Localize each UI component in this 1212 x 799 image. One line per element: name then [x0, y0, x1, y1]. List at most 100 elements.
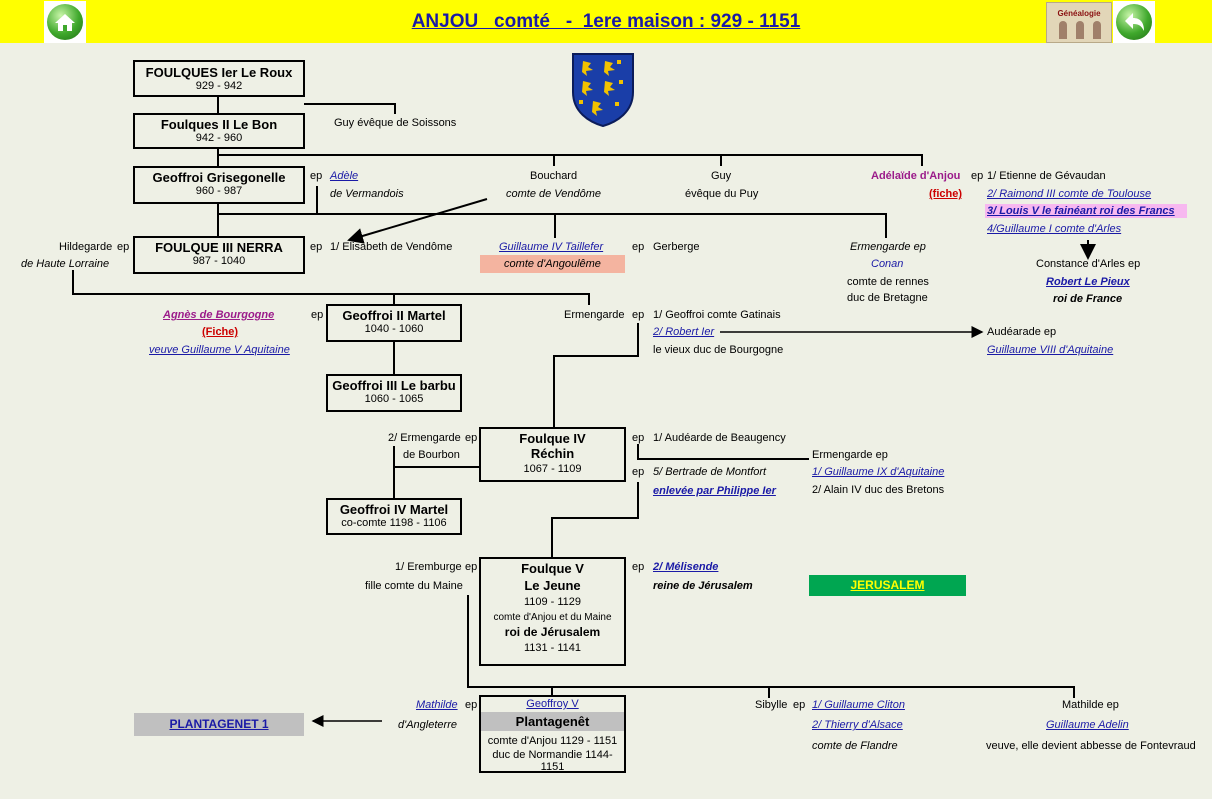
person-name: Geoffroi II Martel [342, 308, 446, 323]
person-box-foulque3: FOULQUE III NERRA 987 - 1040 [133, 236, 305, 274]
guillaume9-link[interactable]: 1/ Guillaume IX d'Aquitaine [812, 466, 945, 478]
ep-label: ep [632, 309, 645, 321]
person-dates: 1060 - 1065 [364, 393, 424, 405]
person-dates: 1067 - 1109 [523, 463, 582, 475]
person-name: Geoffroi IV Martel [339, 502, 449, 517]
bertrade-name: 5/ Bertrade de Montfort [653, 466, 767, 478]
person-name: Foulque V [521, 561, 584, 576]
person-dates-2: 1131 - 1141 [523, 642, 582, 654]
eremburge-name: 1/ Eremburge [395, 561, 462, 573]
angouleme-label: comte d'Angoulême [480, 255, 625, 273]
guillaume8-link[interactable]: Guillaume VIII d'Aquitaine [987, 344, 1114, 356]
louis-v-link[interactable]: 3/ Louis V le fainéant roi des Francs [985, 204, 1187, 218]
adelin-link[interactable]: Guillaume Adelin [1046, 719, 1129, 731]
agnes-fiche-link[interactable]: (Fiche) [202, 326, 239, 338]
person-box-geoffroi3: Geoffroi III Le barbu 1060 - 1065 [326, 374, 462, 412]
gatinais-name: 1/ Geoffroi comte Gatinais [653, 309, 781, 321]
adelaide-fiche-link[interactable]: (fiche) [929, 188, 962, 200]
connector-line [588, 293, 590, 305]
ep-label: ep [793, 699, 806, 711]
ep-label: ep [117, 241, 130, 253]
connector-line [551, 517, 553, 558]
connector-line [217, 213, 887, 215]
back-arrow-icon [1116, 4, 1152, 40]
hildegarde-name: Hildegarde [59, 241, 113, 253]
connector-line [217, 203, 219, 237]
agnes-link[interactable]: Agnès de Bourgogne [163, 309, 275, 321]
guillaume4-link[interactable]: Guillaume IV Taillefer [499, 241, 604, 253]
connector-line [393, 466, 479, 468]
person-name: FOULQUES Ier Le Roux [145, 65, 293, 80]
connector-line [637, 482, 639, 519]
ep-label: ep [310, 170, 323, 182]
connector-line [467, 595, 469, 687]
home-icon [47, 4, 83, 40]
back-button[interactable] [1113, 1, 1155, 43]
ep-label: ep [465, 699, 478, 711]
connector-line [393, 293, 395, 304]
thierry-link[interactable]: 2/ Thierry d'Alsace [812, 719, 903, 731]
robert-pieux-link[interactable]: Robert Le Pieux [1046, 276, 1130, 288]
ep-label: ep [465, 432, 478, 444]
elisabeth-name: 1/ Elisabeth de Vendôme [330, 241, 453, 253]
person-name-2: Le Jeune [524, 578, 581, 593]
guillaume-arles-link[interactable]: 4/Guillaume I comte d'Arles [987, 223, 1122, 235]
person-name-2: Réchin [530, 446, 575, 461]
connector-line [217, 154, 923, 156]
person-title: comte d'Anjou et du Maine [493, 612, 612, 623]
agnes-title-link[interactable]: veuve Guillaume V Aquitaine [149, 344, 290, 356]
bouchard-title: comte de Vendôme [506, 188, 601, 200]
ep-label: ep [632, 432, 645, 444]
ep-label: ep [465, 561, 478, 573]
eremburge-title: fille comte du Maine [365, 580, 463, 592]
figure-icon [1076, 21, 1084, 39]
person-box-geoffroy5: Geoffroy V Plantagenêt comte d'Anjou 112… [479, 695, 626, 773]
connector-line [637, 458, 809, 460]
ep-label: ep [632, 466, 645, 478]
person-box-foulque5: Foulque V Le Jeune 1109 - 1129 comte d'A… [479, 557, 626, 666]
connector-line [316, 186, 318, 213]
bouchard-name: Bouchard [530, 170, 578, 182]
robert-title: le vieux duc de Bourgogne [653, 344, 784, 356]
mathilde2-line: Mathilde ep [1062, 699, 1119, 711]
guy-soissons: Guy évêque de Soissons [334, 117, 457, 129]
connector-line [72, 293, 590, 295]
geoffroy5-link[interactable]: Geoffroy V [526, 698, 579, 710]
person-box-geoffroi2: Geoffroi II Martel 1040 - 1060 [326, 304, 462, 342]
connector-line [553, 154, 555, 166]
person-title-1: comte d'Anjou 1129 - 1151 [487, 735, 618, 747]
genealogie-button[interactable]: Généalogie [1046, 2, 1112, 43]
conan-title-1: comte de rennes [847, 276, 929, 288]
person-name: Foulque IV [519, 431, 586, 446]
mathilde-link[interactable]: Mathilde [416, 699, 458, 711]
melisende-title: reine de Jérusalem [653, 580, 753, 592]
connector-line [637, 444, 639, 460]
anjou-coat-of-arms-icon [571, 52, 635, 131]
page-title[interactable]: ANJOU comté - 1ere maison : 929 - 1151 [411, 11, 801, 32]
ermengarde-name: Ermengarde [564, 309, 625, 321]
cliton-link[interactable]: 1/ Guillaume Cliton [812, 699, 905, 711]
connector-line [217, 96, 219, 114]
connector-line [72, 270, 74, 294]
home-button[interactable] [44, 1, 86, 43]
connector-line [394, 103, 396, 114]
ep-label: ep [311, 309, 324, 321]
connector-line [393, 446, 395, 498]
melisende-link[interactable]: 2/ Mélisende [653, 561, 719, 573]
person-title-2: roi de Jérusalem [504, 625, 601, 639]
audearde-name: 1/ Audéarde de Beaugency [653, 432, 786, 444]
flandre-title: comte de Flandre [812, 740, 898, 752]
plantagenet-link[interactable]: PLANTAGENET 1 [134, 713, 304, 736]
connector-line [553, 355, 639, 357]
adele-link[interactable]: Adèle [330, 170, 359, 182]
conan-title-2: duc de Bretagne [847, 292, 928, 304]
jerusalem-link[interactable]: JERUSALEM [809, 575, 966, 596]
robert-ier-link[interactable]: 2/ Robert Ier [653, 326, 715, 338]
person-name: FOULQUE III NERRA [155, 240, 283, 255]
gerberge-name: Gerberge [653, 241, 700, 253]
person-box-foulques1: FOULQUES Ier Le Roux 929 - 942 [133, 60, 305, 97]
spouse-title: de Vermandois [330, 188, 404, 200]
connector-line [217, 148, 219, 166]
raimond-link[interactable]: 2/ Raimond III comte de Toulouse [987, 188, 1152, 200]
enlevee-link[interactable]: enlevée par Philippe Ier [653, 485, 776, 497]
